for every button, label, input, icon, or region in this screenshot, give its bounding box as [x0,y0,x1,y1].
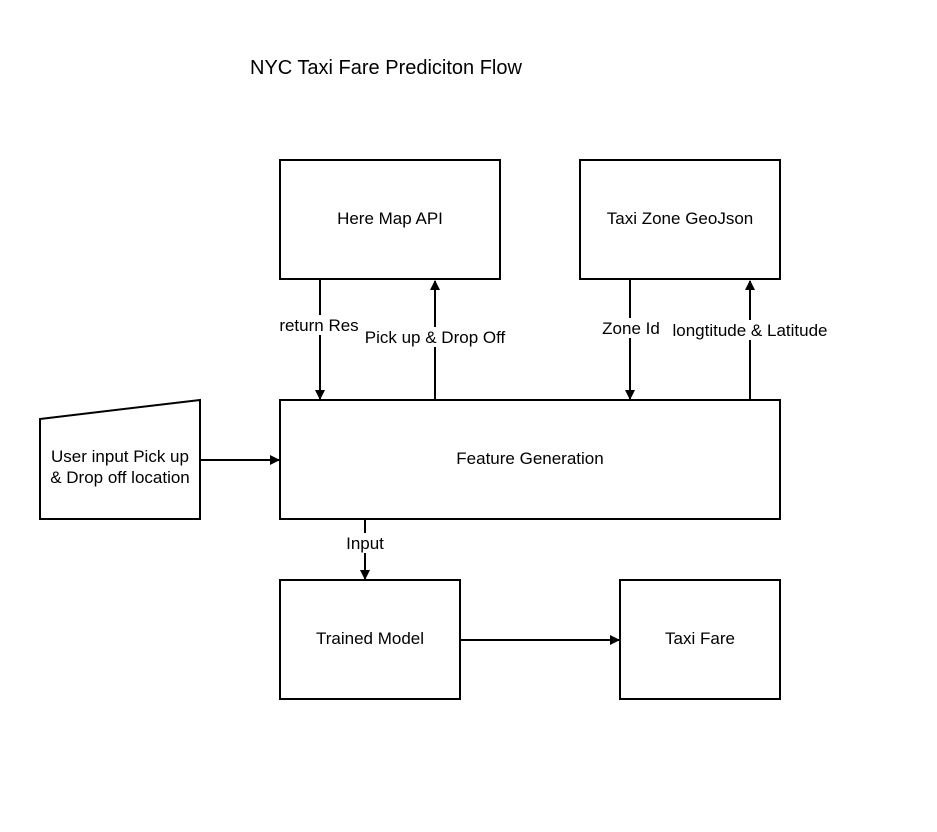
user-input-node: User input Pick up & Drop off location [39,398,201,520]
edge-pickup-dropoff: Pick up & Drop Off [360,280,510,399]
taxi-fare-node: Taxi Fare [619,579,781,700]
trained-model-label: Trained Model [316,629,424,648]
edge-label-longtitude-latitude: longtitude & Latitude [672,321,827,340]
feature-generation-node: Feature Generation [279,399,781,520]
edge-longtitude-latitude: longtitude & Latitude [666,280,834,399]
user-input-label-line1: User input Pick up [51,447,189,466]
taxi-zone-geojson-node: Taxi Zone GeoJson [579,159,781,280]
taxi-zone-geojson-label: Taxi Zone GeoJson [607,209,753,228]
here-map-api-label: Here Map API [337,209,443,228]
edge-input: Input [342,520,388,580]
edge-label-zone-id: Zone Id [602,319,660,338]
here-map-api-node: Here Map API [279,159,501,280]
trained-model-node: Trained Model [279,579,461,700]
edge-label-pickup-dropoff: Pick up & Drop Off [365,328,506,347]
user-input-label-line2: & Drop off location [50,468,190,487]
edge-label-return-res: return Res [279,316,358,335]
edge-label-input: Input [346,534,384,553]
taxi-fare-label: Taxi Fare [665,629,735,648]
feature-generation-label: Feature Generation [456,449,603,468]
edge-zone-id: Zone Id [598,280,664,400]
edge-return-res: return Res [276,280,362,400]
diagram-title: NYC Taxi Fare Prediciton Flow [250,57,522,79]
